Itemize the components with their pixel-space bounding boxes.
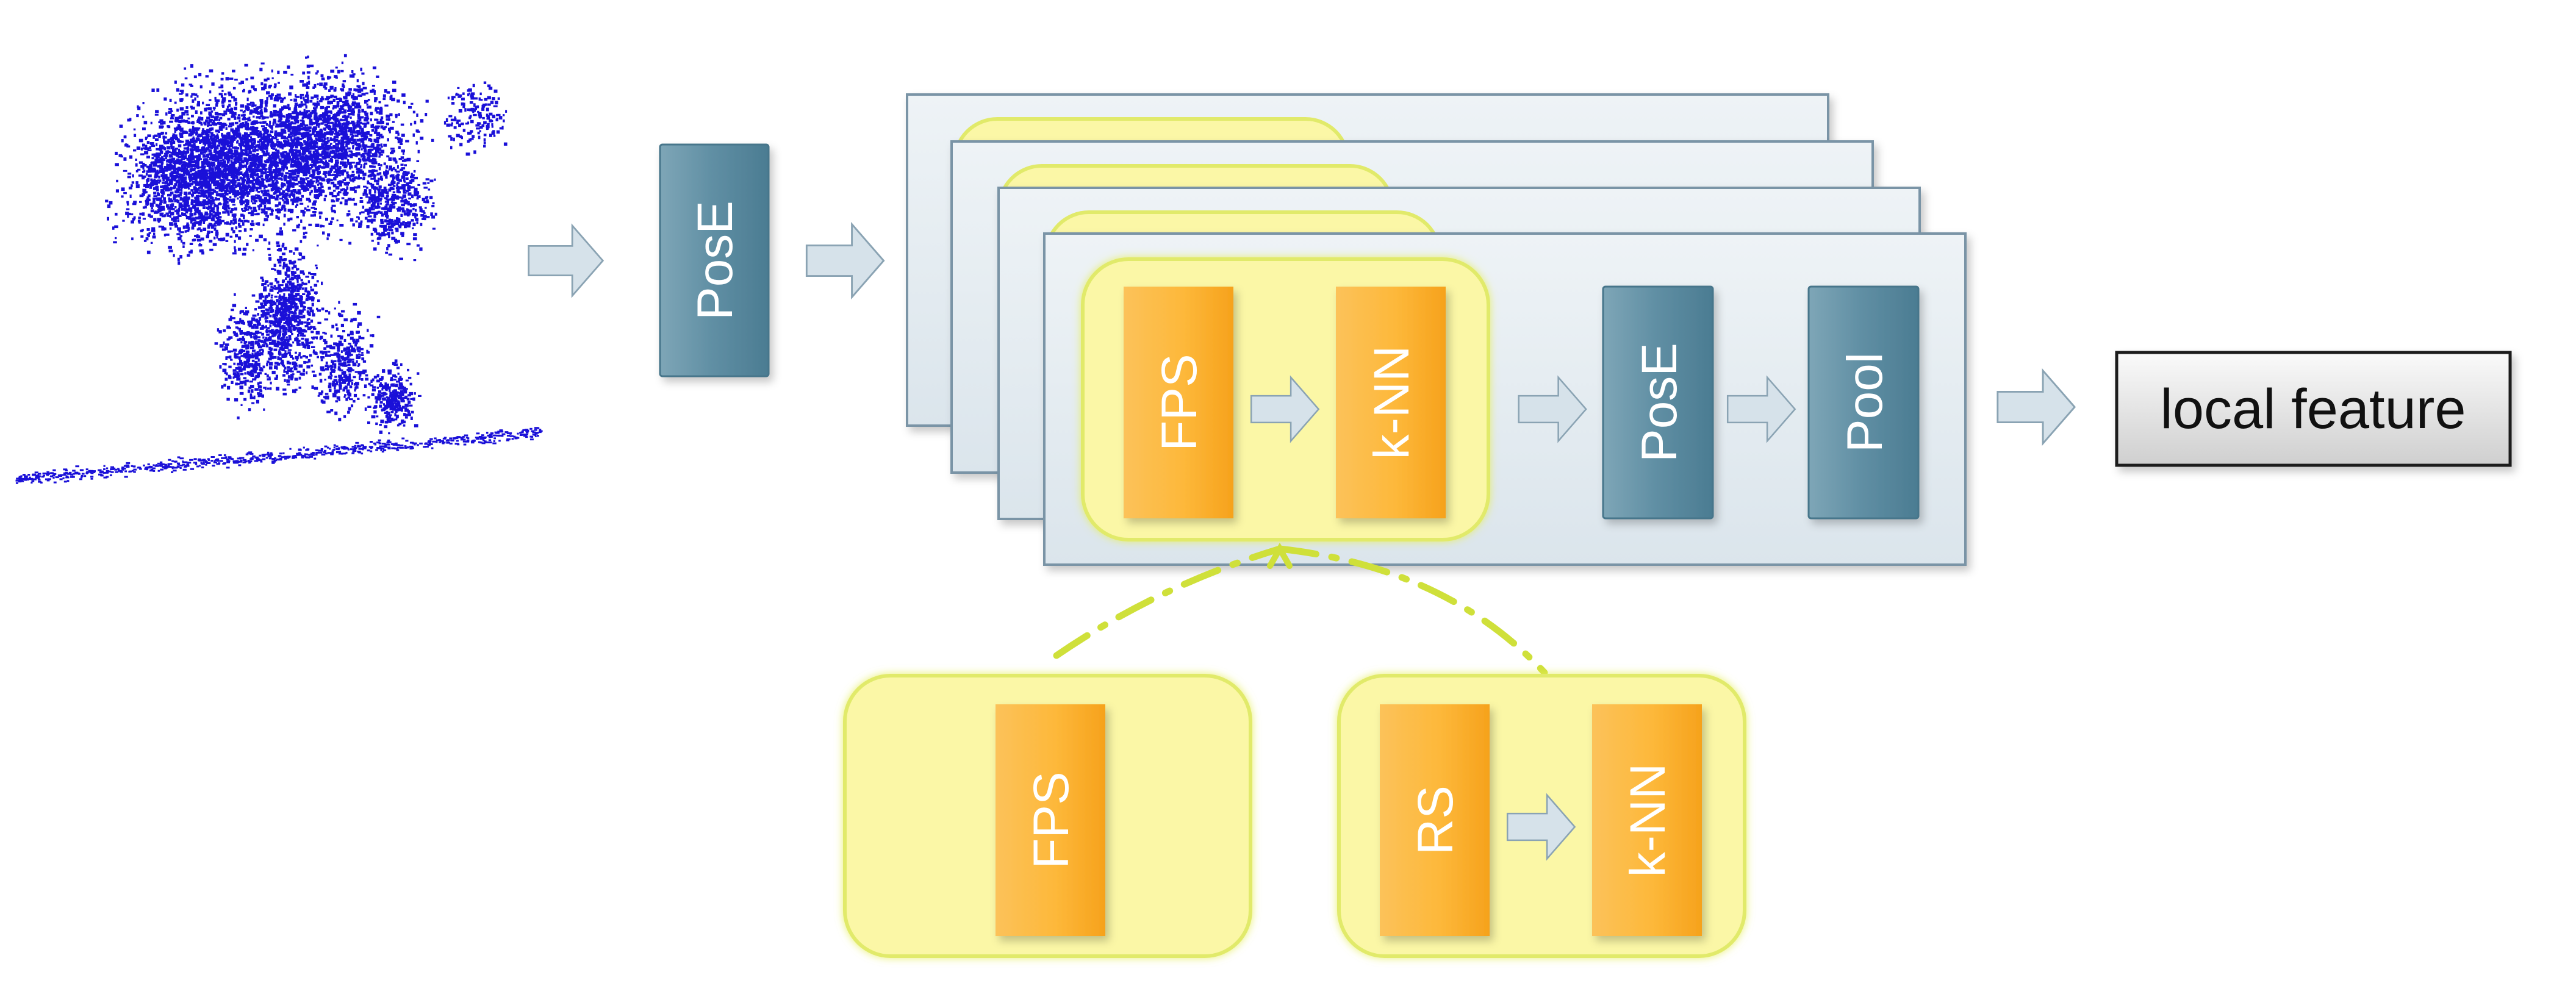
arrow-icon	[806, 224, 883, 298]
fps-block	[1124, 287, 1233, 518]
point-cloud-icon	[15, 54, 543, 484]
knn-block	[1336, 287, 1446, 518]
variant-knn-label: k-NN	[1620, 763, 1676, 878]
knn-label: k-NN	[1364, 346, 1419, 460]
connector-caret-icon	[1267, 542, 1293, 569]
first-pose-block	[659, 143, 770, 377]
arrow-icon	[1998, 371, 2075, 444]
stage-pose-block	[1602, 285, 1714, 520]
variant-rs-label: RS	[1408, 785, 1463, 855]
local-feature-label: local feature	[2160, 378, 2466, 440]
first-pose-label: PosE	[687, 201, 743, 320]
pool-block	[1807, 285, 1920, 520]
arrow-icon	[528, 224, 604, 297]
local-feature-box	[2115, 351, 2512, 467]
variant-connector	[1053, 545, 1548, 676]
fps-label: FPS	[1152, 354, 1207, 451]
pool-label: Pool	[1837, 352, 1893, 452]
variant-rs-block	[1380, 704, 1490, 936]
variant-fps-label: FPS	[1024, 771, 1079, 868]
variant-knn-block	[1592, 704, 1702, 936]
variant-fps-block	[996, 704, 1105, 936]
stage-pose-label: PosE	[1632, 343, 1687, 462]
